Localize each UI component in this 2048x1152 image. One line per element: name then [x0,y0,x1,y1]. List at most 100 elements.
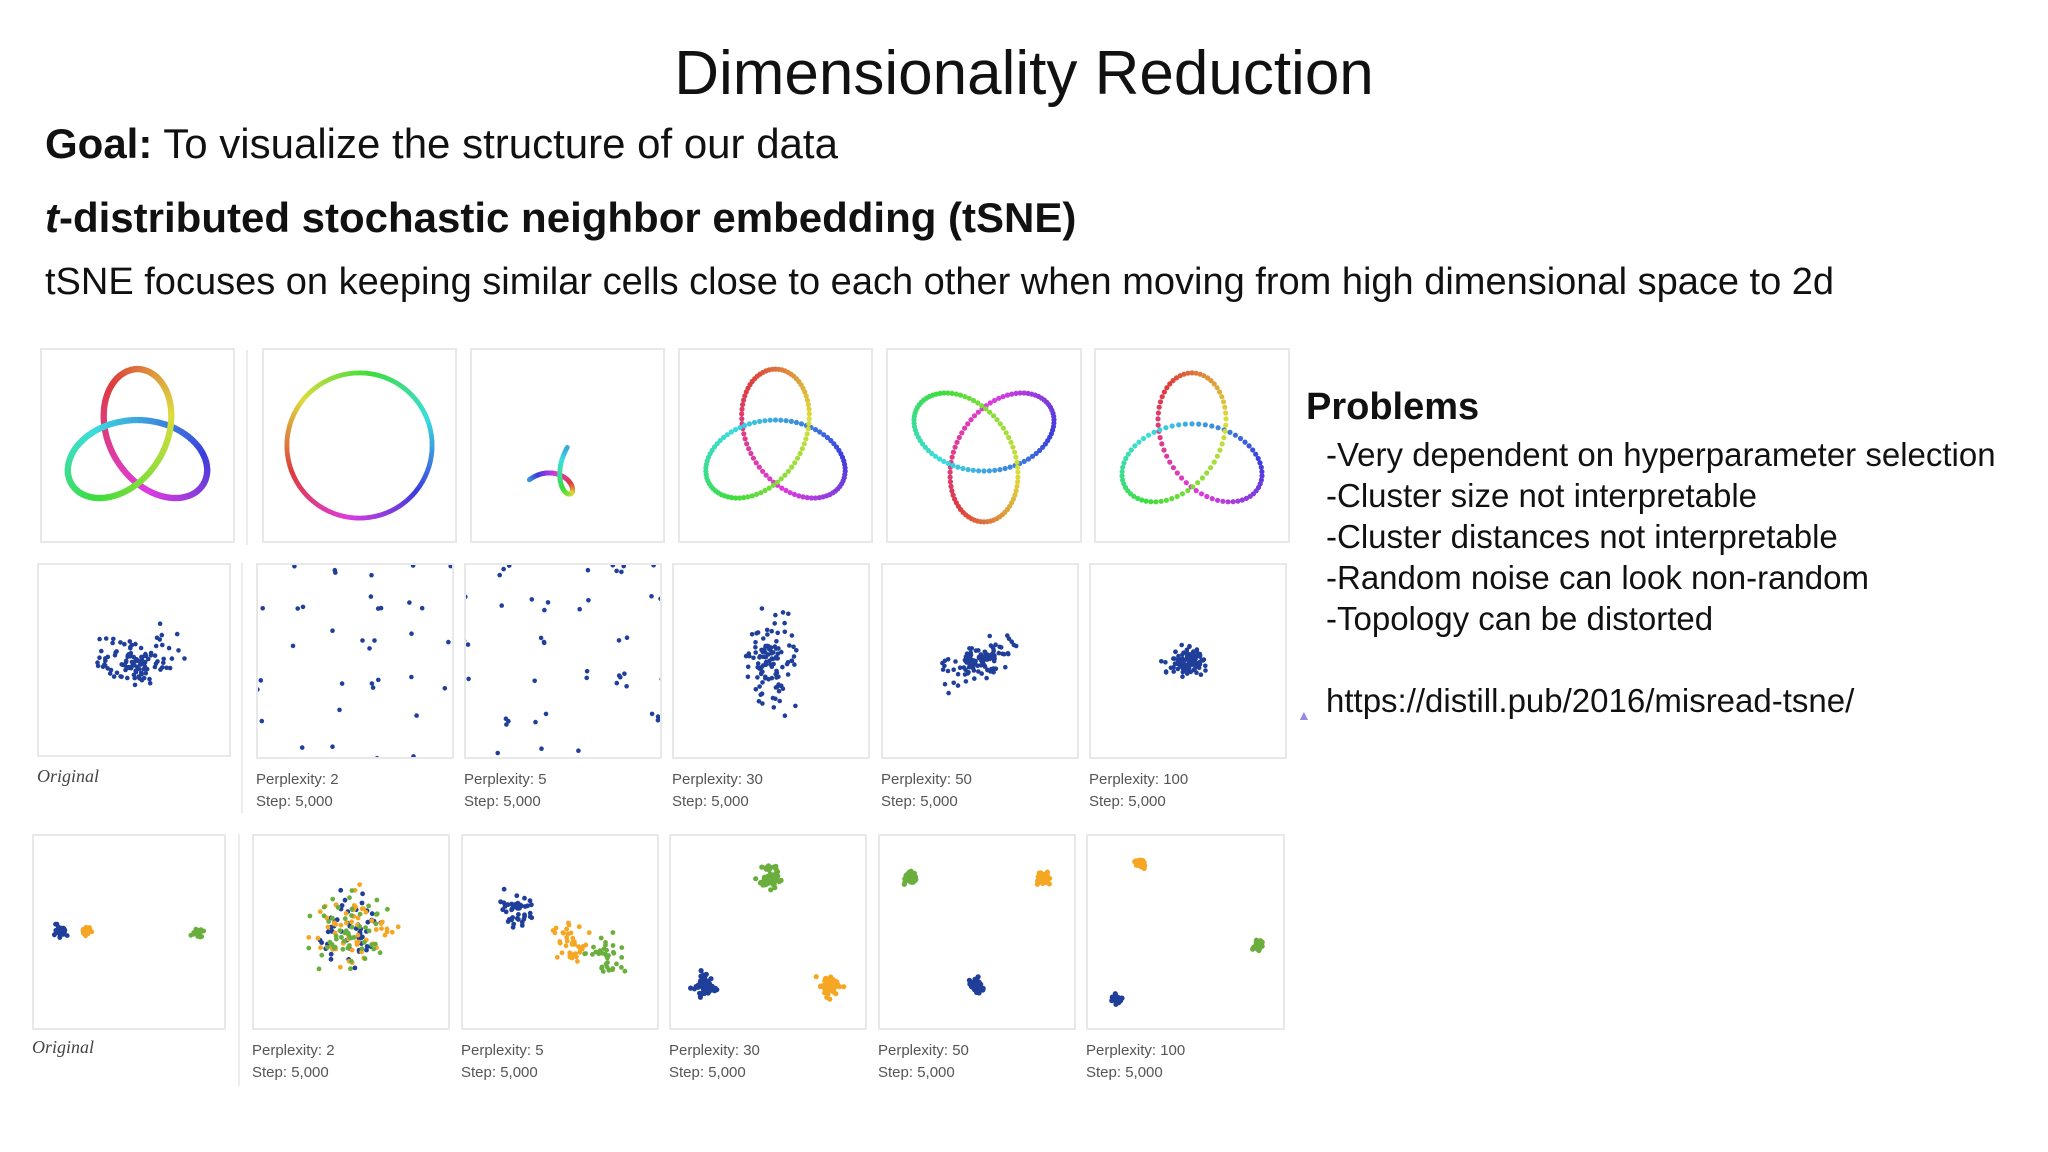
point [516,917,521,922]
point [1003,664,1008,670]
point [812,495,818,501]
point [614,568,619,574]
point [516,912,521,917]
problems-list: -Very dependent on hyperparameter select… [1326,434,1996,639]
knot-panel-1 [40,348,235,543]
point [345,945,351,951]
point [340,946,346,952]
reference-link[interactable]: https://distill.pub/2016/misread-tsne/ [1326,682,1855,719]
point [1157,427,1163,433]
point [590,952,595,957]
clusters-original-caption: Original [32,1037,95,1057]
point [359,900,365,906]
point [741,495,747,501]
point [755,675,760,680]
point [963,679,969,684]
point [545,600,551,605]
point [349,919,354,925]
point [517,902,523,908]
point [1185,370,1191,376]
point [785,468,791,474]
point [146,656,151,662]
point [741,431,747,437]
point [107,671,113,676]
point [529,597,535,602]
point [1197,654,1203,659]
point [1201,657,1207,662]
point [817,429,823,435]
point [772,417,779,423]
point [525,903,530,909]
point [260,606,265,611]
point [103,658,108,663]
point [763,865,769,871]
point [160,642,165,648]
point [748,450,754,457]
point [1222,428,1228,434]
point [764,627,770,633]
point [792,460,798,466]
point [1193,370,1199,376]
point [155,659,160,664]
point [369,911,375,917]
point [195,934,201,939]
point [1042,879,1048,885]
dotted-knot-figure [703,366,848,501]
point [1220,498,1226,504]
point [361,939,367,945]
point [1223,416,1229,422]
point [1194,670,1199,675]
point [942,663,947,669]
method-heading: t-distributed stochastic neighbor embedd… [45,192,1076,244]
point [1014,483,1020,489]
point [1159,659,1164,664]
point [1215,425,1221,431]
point [1000,425,1006,431]
point [1161,447,1167,453]
step-label: Step: 5,000 [878,1064,955,1081]
point [753,650,758,655]
point [1153,499,1159,505]
point [349,888,355,893]
point [316,966,322,972]
point [1025,456,1032,462]
point [782,472,788,478]
point [795,455,801,461]
point [1203,668,1208,673]
point [610,967,615,973]
point [158,667,163,672]
perplexity-label: Perplexity: 50 [878,1042,969,1059]
point [763,675,768,681]
point [982,664,988,669]
point [593,949,599,955]
point [805,426,811,432]
perplexity-label: Perplexity: 5 [464,771,547,788]
point [1250,447,1256,453]
point [962,394,968,400]
point [1170,465,1176,471]
point [717,437,723,444]
divider [241,563,243,813]
point [610,565,616,568]
point [1010,444,1016,450]
point [753,645,758,650]
point [975,409,981,415]
point [753,460,759,466]
point [529,902,534,908]
point [105,654,111,660]
point [306,935,312,940]
point [1199,475,1205,481]
method-heading-rest: -distributed stochastic neighbor embeddi… [59,194,1077,241]
point [1029,453,1036,459]
point [128,646,133,651]
point [778,476,784,482]
point [99,648,104,654]
point [605,955,610,961]
point [292,565,297,569]
point [1211,459,1217,465]
point [1171,669,1176,674]
point [1021,390,1027,396]
cluster-figure [306,882,401,972]
point [610,943,616,948]
point [979,671,984,676]
